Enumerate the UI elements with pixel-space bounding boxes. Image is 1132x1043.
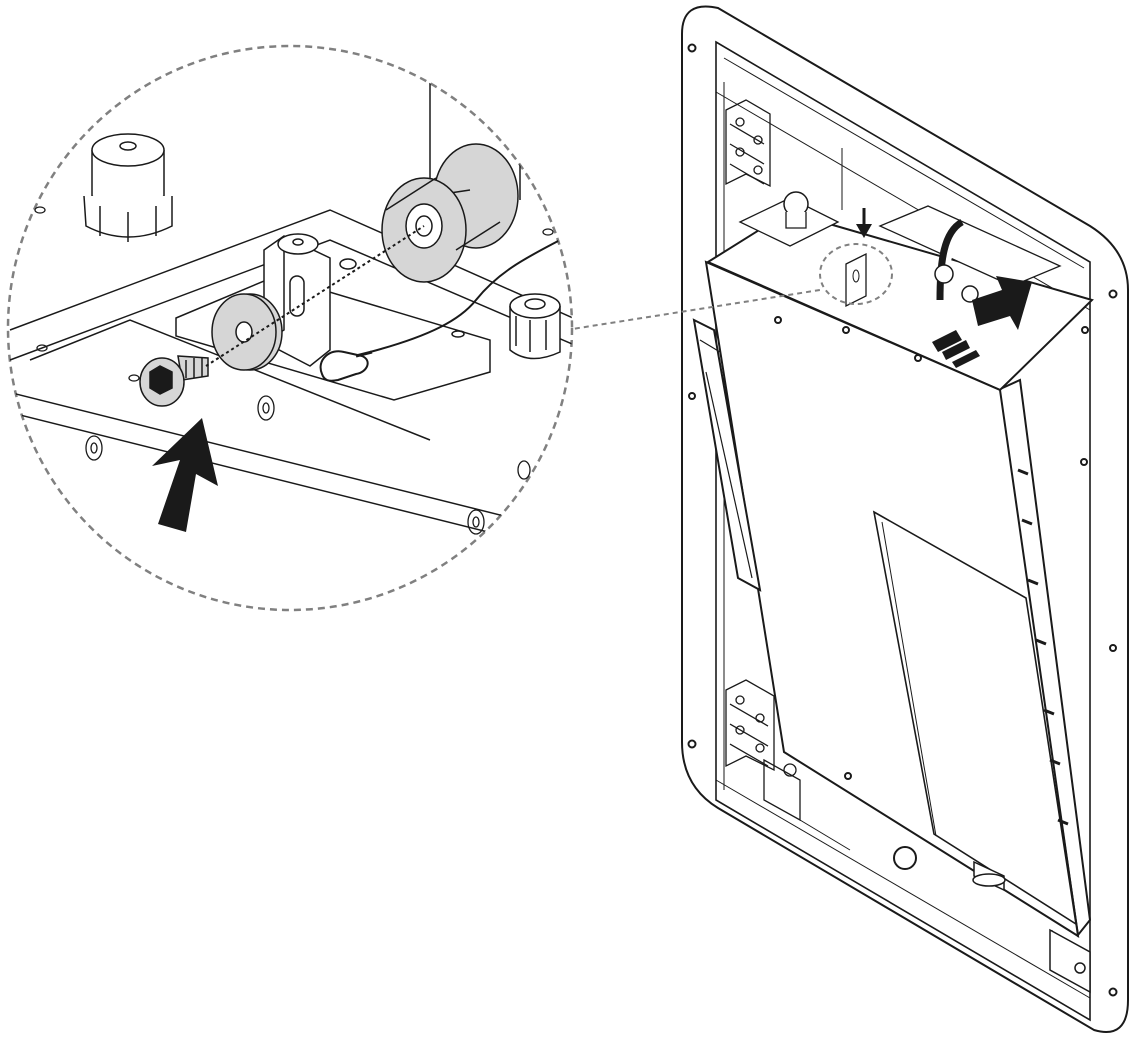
appliance-body [692, 191, 1094, 938]
washer [211, 293, 283, 371]
detail-callout [6, 44, 574, 612]
hinge-bracket-top [725, 99, 771, 188]
slide-arrow-icon [932, 276, 1032, 368]
hex-screw [139, 355, 209, 407]
appliance-feet [972, 860, 1091, 994]
detail-highlight-circle [819, 243, 893, 305]
hinge-bracket-bottom [725, 679, 801, 822]
spool [381, 143, 519, 283]
cap-nut [83, 133, 173, 242]
cable-gland [509, 293, 561, 360]
down-arrow-icon [856, 208, 872, 238]
push-arrow-icon [152, 418, 218, 532]
callout-leader-line [565, 289, 821, 331]
